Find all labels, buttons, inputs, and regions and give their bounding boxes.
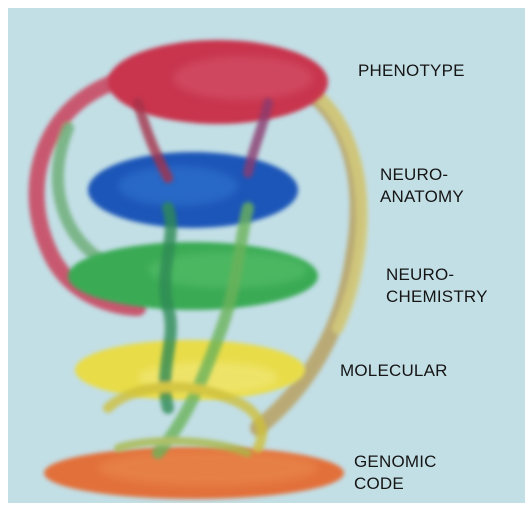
genomic-code-label: GENOMIC CODE — [354, 451, 437, 495]
neurochemistry-label: NEURO- CHEMISTRY — [386, 264, 488, 308]
molecular-label: MOLECULAR — [340, 360, 448, 382]
genomic-layer — [44, 447, 344, 499]
neurochemistry-layer — [68, 242, 318, 310]
neuroanatomy-label: NEURO- ANATOMY — [380, 164, 464, 208]
genomic-code-label-line-1: GENOMIC — [354, 451, 437, 473]
watercolor-painting: PHENOTYPE NEURO- ANATOMY NEURO- CHEMISTR… — [8, 8, 525, 503]
neuroanatomy-layer — [88, 152, 298, 228]
neuroanatomy-label-line-2: ANATOMY — [380, 186, 464, 208]
neurochemistry-label-line-2: CHEMISTRY — [386, 286, 488, 308]
neurochemistry-label-line-1: NEURO- — [386, 264, 488, 286]
genomic-code-label-line-2: CODE — [354, 473, 437, 495]
phenotype-label: PHENOTYPE — [358, 60, 465, 82]
neuroanatomy-label-line-1: NEURO- — [380, 164, 464, 186]
layer-illustration — [8, 8, 525, 503]
